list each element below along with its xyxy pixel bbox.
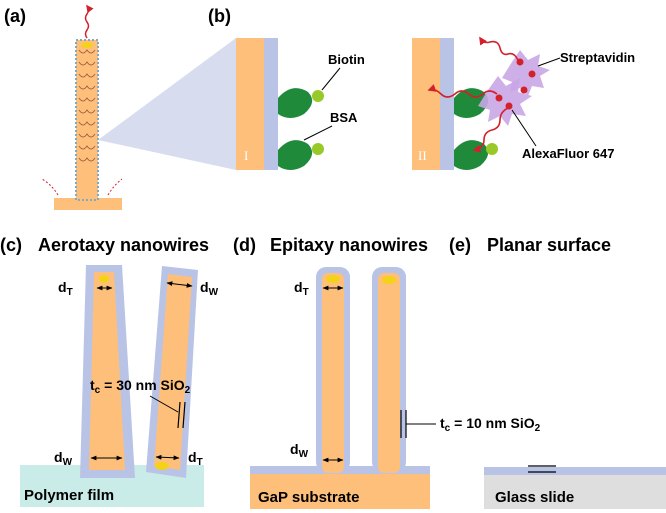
panel-e-label: (e): [449, 235, 471, 255]
epitaxy-tip-right: [382, 276, 396, 284]
streptavidin-molecule: [502, 50, 550, 96]
aerotaxy-dT-arrow-right: [155, 454, 180, 461]
bsa-molecule: [278, 88, 324, 118]
aerotaxy-wire-right: [154, 274, 192, 470]
biotin-leader: [321, 67, 341, 91]
emission-arrow: [472, 107, 509, 153]
streptavidin-label: Streptavidin: [560, 50, 635, 65]
epitaxy-dW-label: dW: [290, 441, 309, 460]
aerotaxy-tip-left: [99, 275, 109, 283]
dye-molecule: [495, 94, 503, 102]
dye-molecule: [520, 86, 528, 94]
panel-a-tip: [81, 42, 93, 48]
dye-label: AlexaFluor 647: [522, 146, 615, 161]
panel-a-substrate: [54, 198, 122, 210]
inset-ii-nanowire: [412, 38, 440, 170]
inset-i-coating: [264, 38, 278, 170]
panel-b-inset-i: I Biotin BSA: [236, 38, 365, 170]
epitaxy-tc-label: tc = 10 nm SiO2: [440, 415, 541, 434]
inset-ii-label: II: [418, 148, 427, 163]
panel-a-nanowire: [75, 39, 99, 201]
aerotaxy-dW-label-left: dW: [54, 449, 73, 468]
aerotaxy-tip-right: [155, 462, 169, 470]
inset-ii-coating: [440, 38, 454, 170]
aerotaxy-tc-tick: [182, 401, 186, 429]
panel-d-illustration: GaP substrate dT dW tc = 10 nm SiO2: [250, 267, 541, 509]
gap-substrate-label: GaP substrate: [258, 489, 359, 506]
epitaxy-wire-right: [378, 273, 400, 473]
biotin-molecule: [312, 90, 324, 102]
panel-d-label: (d): [233, 235, 256, 255]
epitaxy-dT-label: dT: [294, 279, 309, 298]
panel-d-title: Epitaxy nanowires: [270, 235, 428, 255]
aerotaxy-dW-label-right: dW: [200, 279, 219, 298]
panel-a-emission-arrow: [84, 4, 94, 39]
biotin-label: Biotin: [328, 52, 365, 67]
aerotaxy-dT-label-right: dT: [188, 449, 203, 468]
gap-substrate: [250, 473, 430, 509]
panel-a-molecules: [78, 49, 96, 162]
biotin-molecule: [312, 143, 324, 155]
panel-c-illustration: Polymer film dT dW dW dT tc = 30 nm SiO2: [20, 265, 219, 507]
aerotaxy-tc-leader: [149, 395, 179, 413]
panel-a-side-emission-right: [107, 178, 123, 196]
inset-i-nanowire: [236, 38, 264, 170]
aerotaxy-tc-tick: [177, 401, 181, 429]
glass-slide-coating: [484, 467, 666, 475]
bsa-leader: [303, 125, 333, 141]
panel-a-label: (a): [4, 6, 26, 26]
dye-molecule: [528, 70, 536, 78]
panel-a-side-emission-left: [41, 178, 59, 196]
panel-b-inset-ii: II Streptavidin AlexaFluor 647: [412, 36, 635, 170]
panel-b-label: (b): [208, 6, 231, 26]
glass-slide-label: Glass slide: [495, 489, 574, 506]
aerotaxy-dW-arrow-right: [166, 281, 193, 288]
dye-leader: [511, 109, 537, 147]
panel-c-label: (c): [0, 235, 22, 255]
panel-a-zoom-cone: [98, 38, 236, 170]
polymer-film-label: Polymer film: [24, 487, 114, 504]
epitaxy-wire-left: [322, 273, 344, 473]
emission-arrow: [427, 84, 498, 98]
aerotaxy-wire-left: [89, 272, 125, 470]
panel-a-nanowire-illustration: [41, 4, 236, 210]
inset-i-label: I: [244, 148, 248, 163]
dye-molecule: [516, 58, 524, 66]
epitaxy-tip-left: [326, 275, 340, 283]
panel-e-title: Planar surface: [487, 235, 611, 255]
panel-e-illustration: Glass slide: [484, 465, 666, 509]
aerotaxy-tc-label: tc = 30 nm SiO2: [90, 377, 191, 396]
streptavidin-leader: [537, 57, 561, 67]
bsa-label: BSA: [330, 110, 358, 125]
glass-slide: [484, 474, 666, 509]
bsa-molecule: [278, 140, 324, 170]
aerotaxy-dT-label-left: dT: [58, 279, 73, 298]
biotin-molecule: [486, 143, 498, 155]
emission-arrow: [479, 36, 519, 61]
panel-c-title: Aerotaxy nanowires: [38, 235, 209, 255]
